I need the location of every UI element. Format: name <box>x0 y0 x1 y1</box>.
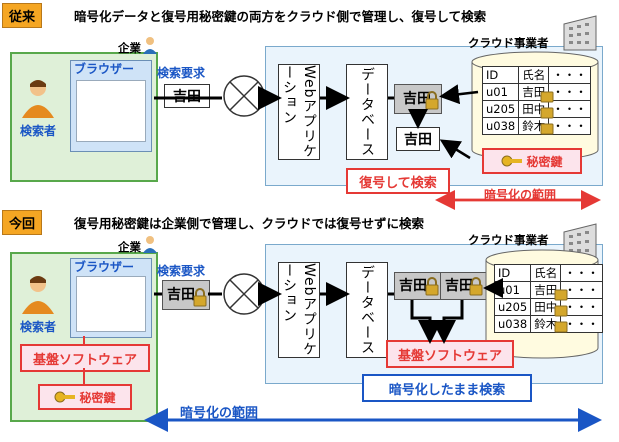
secret-key-box-bottom: 秘密鍵 <box>38 384 132 410</box>
secret-key-label-top: 秘密鍵 <box>526 154 563 169</box>
padlock-icon-top-1 <box>425 91 439 110</box>
cloud-provider-label-bottom: クラウド事業者 <box>468 233 549 247</box>
table-cell: u038 <box>481 117 520 135</box>
search-request-label-top: 検索要求 <box>157 66 206 80</box>
webapp-box-top: Webアプリケーション <box>278 64 320 160</box>
secret-key-box-top: 秘密鍵 <box>482 148 582 174</box>
key-icon <box>54 391 76 403</box>
company-label-top: 企業 <box>118 41 141 55</box>
platform-software-client: 基盤ソフトウェア <box>20 344 150 372</box>
section-bottom-tag: 今回 <box>2 210 43 235</box>
searcher-person-icon <box>22 80 54 118</box>
table-row: u038 鈴木 ・・・ <box>493 315 603 333</box>
encryption-range-label-top: 暗号化の範囲 <box>484 188 557 202</box>
padlock-stack-icon-bottom <box>554 289 568 333</box>
padlock-icon <box>425 277 439 296</box>
padlock-icon <box>193 288 207 307</box>
encrypted-db-query: 吉田 <box>396 275 430 295</box>
section-bottom-heading: 復号用秘密鍵は企業側で管理し、クラウドでは復号せずに検索 <box>74 216 425 231</box>
searcher-label-top: 検索者 <box>20 124 57 138</box>
browser-content-bottom <box>76 276 146 332</box>
company-person-icon <box>143 37 157 54</box>
encryption-range-label-bottom: 暗号化の範囲 <box>180 406 259 421</box>
section-top-tag: 従来 <box>2 3 43 28</box>
table-header-more: ・・・ <box>560 264 603 282</box>
table-header-id: ID <box>493 264 532 282</box>
db-table-bottom: ID 氏名 ・・・ u01 吉田 ・・・ u205 田中 ・・・ u038 鈴木… <box>493 264 603 333</box>
decrypted-name-top: 吉田 <box>396 127 440 151</box>
table-header-row: ID 氏名 ・・・ <box>481 66 591 84</box>
browser-label-top: ブラウザー <box>74 62 135 76</box>
browser-label-bottom: ブラウザー <box>74 260 135 274</box>
table-cell: u205 <box>481 100 520 118</box>
platform-software-cloud: 基盤ソフトウェア <box>386 340 514 368</box>
section-top-heading: 暗号化データと復号用秘密鍵の両方をクラウド側で管理し、復号して検索 <box>74 9 487 24</box>
table-cell: ・・・ <box>548 100 591 118</box>
table-cell: 鈴木 <box>530 315 562 333</box>
key-icon <box>501 155 523 167</box>
padlock-stack-icon-top <box>540 91 554 135</box>
search-request-label-bottom: 検索要求 <box>157 264 206 278</box>
table-header-row: ID 氏名 ・・・ <box>493 264 603 282</box>
company-person-icon <box>143 236 157 253</box>
browser-content-top <box>76 80 146 142</box>
table-cell: u01 <box>481 83 520 101</box>
table-cell: ・・・ <box>548 117 591 135</box>
database-box-bottom: データベース <box>346 262 388 358</box>
searcher-person-icon <box>22 276 54 314</box>
database-box-top: データベース <box>346 64 388 160</box>
building-icon <box>563 15 597 51</box>
cloud-provider-label-top: クラウド事業者 <box>468 36 549 50</box>
webapp-box-bottom: Webアプリケーション <box>278 262 320 358</box>
table-header-name: 氏名 <box>530 264 562 282</box>
table-cell: u038 <box>493 315 532 333</box>
company-label-bottom: 企業 <box>118 240 141 254</box>
padlock-icon <box>469 277 483 296</box>
decrypt-search-label-top: 復号して検索 <box>346 168 450 194</box>
table-header-name: 氏名 <box>518 66 550 84</box>
encrypted-query-name: 吉田 <box>164 283 198 305</box>
table-row: u01 吉田 ・・・ <box>493 281 603 299</box>
searcher-label-bottom: 検索者 <box>20 320 57 334</box>
encrypted-search-label: 暗号化したまま検索 <box>362 374 532 402</box>
table-cell: u01 <box>493 281 532 299</box>
db-table-top: ID 氏名 ・・・ u01 吉田 ・・・ u205 田中 ・・・ u038 鈴木… <box>481 66 591 135</box>
secret-key-label-bottom: 秘密鍵 <box>79 390 116 405</box>
encrypted-db-name: 吉田 <box>442 275 476 295</box>
